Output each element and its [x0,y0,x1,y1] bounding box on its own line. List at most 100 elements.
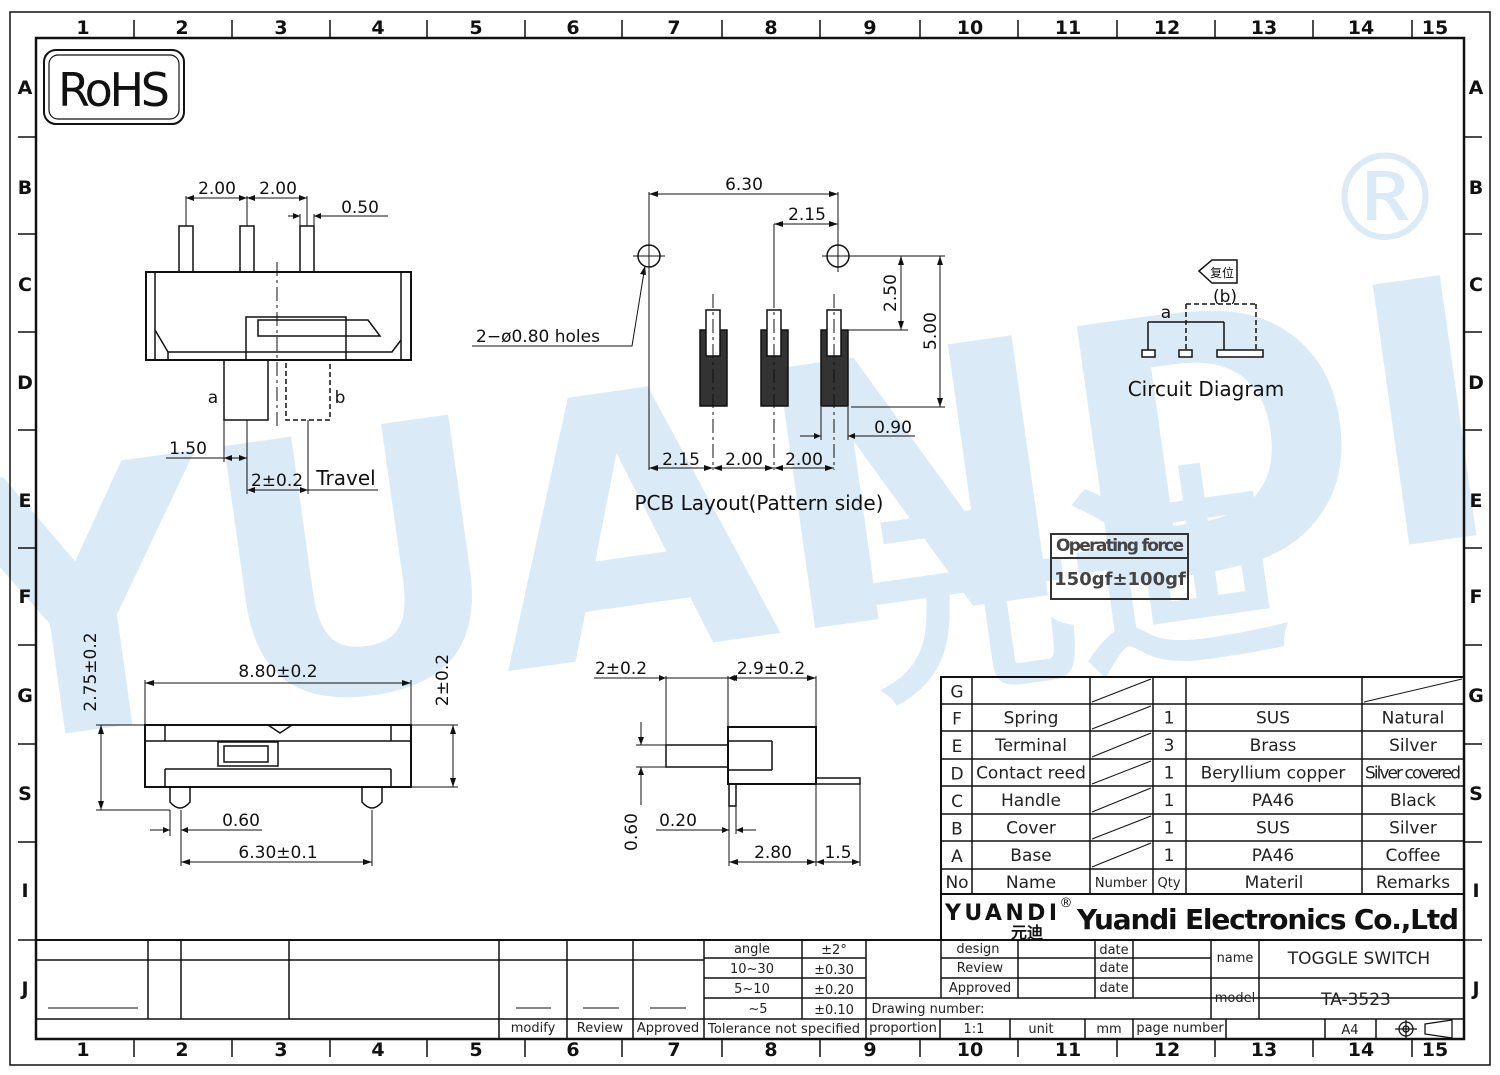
frame-col-label-top: 3 [274,17,287,39]
dim-pcb-v1: 2.50 [881,274,901,312]
dim-pcb-b3: 2.00 [785,450,823,470]
dim-pcb-b2: 2.00 [725,450,763,470]
dim-front-leg: 0.60 [222,811,260,831]
frame-zone-labels: 1122334455667788991010111112121313141415… [17,17,1484,1061]
bom-table [940,676,1465,895]
dim-offset: 1.50 [169,439,207,459]
dim-front-width: 8.80±0.2 [238,662,317,682]
dim-front-height: 2.75±0.2 [81,632,101,711]
frame-row-label-right: F [1470,586,1483,608]
frame-col-label-bottom: 11 [1055,1039,1081,1061]
date-label-1: date [1099,943,1128,958]
bom-no: D [950,765,963,785]
circuit-diagram [1141,259,1264,358]
frame-col-label-bottom: 5 [469,1039,482,1061]
model-number: TA-3523 [1320,990,1391,1010]
page-number-label: page number [1136,1021,1224,1036]
frame-row-label-right: J [1470,978,1479,1000]
bom-header-remarks: Remarks [1376,873,1450,893]
frame-row-label-left: C [18,274,32,296]
frame-col-label-top: 12 [1154,17,1180,39]
design-label: design [956,942,999,957]
frame-col-label-top: 4 [371,17,384,39]
frame-row-label-right: G [1468,685,1484,707]
dim-pad-width: 0.90 [874,418,912,438]
frame-col-label-top: 6 [566,17,579,39]
part-name: TOGGLE SWITCH [1287,949,1430,969]
proportion-value: 1:1 [964,1022,985,1037]
frame-row-label-right: A [1469,77,1484,99]
bom-material: SUS [1256,709,1290,729]
dim-side-d: 1.5 [824,843,851,863]
bom-material: Brass [1250,736,1297,756]
dim-pitch-2: 2.00 [259,179,297,199]
circuit-diagram-title: Circuit Diagram [1128,377,1285,401]
tolerance-angle-label: angle [734,942,770,957]
bom-no: B [951,820,963,840]
bom-qty: 1 [1164,791,1175,811]
frame-col-label-bottom: 9 [863,1039,876,1061]
bom-qty: 1 [1164,819,1175,839]
tolerance-footer: Tolerance not specified [707,1022,860,1037]
label-position-a: a [208,388,218,408]
rohs-text: RoHS [58,63,170,117]
bom-no: F [952,710,962,730]
pcb-layout-title: PCB Layout(Pattern side) [635,491,884,515]
bom-header-material: Materil [1245,873,1304,893]
bom-name: Cover [1006,819,1056,839]
frame-col-label-bottom: 7 [667,1039,680,1061]
brand-registered: ® [1060,896,1073,911]
frame-col-label-top: 10 [957,17,983,39]
frame-col-label-bottom: 1 [76,1039,89,1061]
dim-side-t: 0.20 [659,811,697,831]
frame-col-label-top: 9 [863,17,876,39]
circuit-reset-label: 复位 [1210,265,1234,280]
bom-qty: 1 [1164,709,1175,729]
tolerance-angle-value: ±2° [821,943,847,958]
watermark-text-cn: 元迪 [849,437,1299,738]
bom-no: G [950,683,963,703]
bom-no: A [951,847,963,867]
tolerance-r3-value: ±0.10 [814,1003,854,1018]
travel-label: Travel [315,466,375,490]
frame-col-label-bottom: 13 [1251,1039,1277,1061]
title-block [35,939,1465,1040]
frame-col-label-bottom: 3 [274,1039,287,1061]
dim-pcb-b1: 2.15 [662,450,700,470]
bom-name: Base [1010,846,1051,866]
frame-row-label-right: I [1472,880,1479,902]
frame-col-label-top: 13 [1251,17,1277,39]
bom-remarks: Coffee [1386,846,1441,866]
frame-col-label-bottom: 8 [764,1039,777,1061]
bom-remarks: Black [1390,791,1436,811]
frame-col-label-bottom: 4 [371,1039,384,1061]
side-view [594,675,861,866]
frame-row-label-left: I [21,880,28,902]
dim-pitch-1: 2.00 [198,179,236,199]
dim-pcb-hole-offset: 2.15 [788,205,826,225]
bom-remarks: Silver [1389,736,1437,756]
frame-row-label-right: C [1469,274,1483,296]
frame-col-label-bottom: 14 [1348,1039,1374,1061]
tolerance-r1-label: 10~30 [730,962,774,977]
frame-row-label-left: B [18,177,32,199]
dim-pcb-v2: 5.00 [921,312,941,350]
bom-material: SUS [1256,819,1290,839]
projection-symbol [1395,1019,1453,1039]
frame-row-label-left: G [17,685,33,707]
unit-label: unit [1028,1022,1053,1037]
approved-label: Approved [949,981,1011,996]
frame-zone-ticks [18,20,1482,1057]
bom-qty: 1 [1164,846,1175,866]
bom-qty: 3 [1164,736,1175,756]
bom-material: PA46 [1252,791,1294,811]
bom-name: Spring [1004,709,1059,729]
frame-row-label-left: F [19,586,32,608]
dim-front-pitch: 6.30±0.1 [238,843,317,863]
tolerance-r2-value: ±0.20 [814,983,854,998]
tolerance-r1-value: ±0.30 [814,963,854,978]
date-label-2: date [1099,961,1128,976]
